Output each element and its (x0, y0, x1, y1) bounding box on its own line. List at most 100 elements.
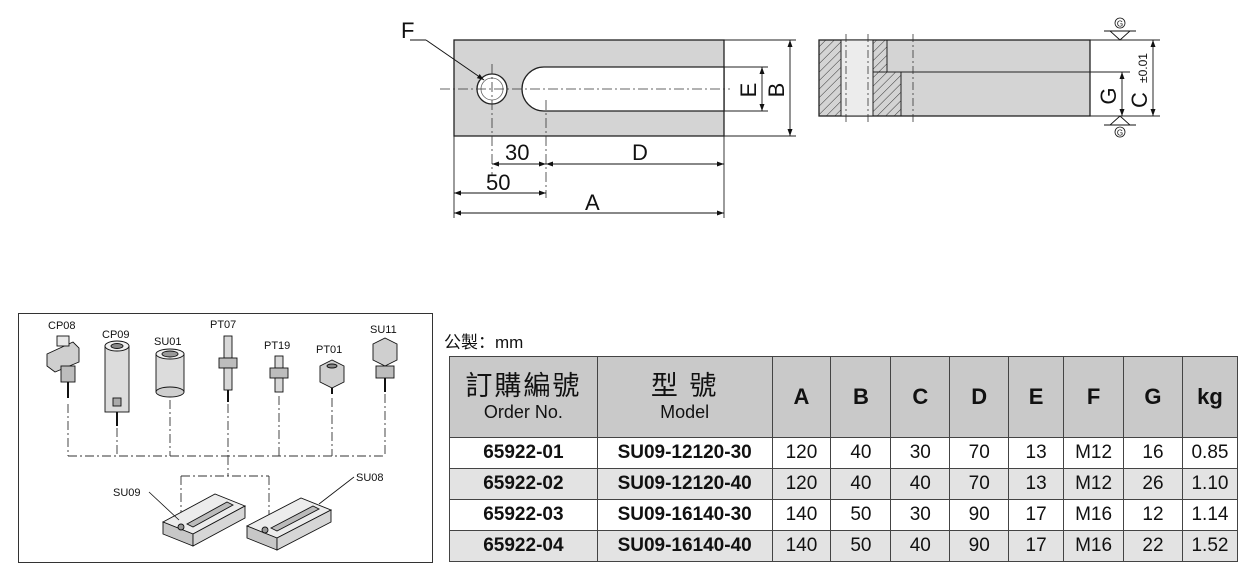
cell-a: 120 (771, 468, 832, 500)
block-su09 (161, 493, 247, 547)
part-label-cp09: CP09 (102, 329, 130, 341)
table-row: 65922-03 SU09-16140-30 140 50 30 90 17 M… (449, 499, 1239, 531)
part-label-cp08: CP08 (48, 320, 76, 332)
header-c: C (890, 356, 951, 438)
cell-b: 50 (830, 530, 892, 562)
cell-d: 70 (949, 437, 1010, 469)
block-su08 (245, 497, 333, 551)
unit-note: 公製：mm (444, 333, 524, 352)
table-row: 65922-02 SU09-12120-40 120 40 40 70 13 M… (449, 468, 1239, 500)
cell-g: 22 (1123, 530, 1183, 562)
part-label-pt01: PT01 (316, 344, 342, 356)
su08-leader (318, 476, 355, 505)
cell-order-no: 65922-02 (449, 468, 598, 500)
header-d: D (949, 356, 1010, 438)
header-order-zh: 訂購編號 (465, 371, 582, 402)
su09-leader (148, 491, 180, 521)
dim-g-label: G (1096, 87, 1121, 104)
header-order-en: Order No. (483, 401, 563, 422)
part-label-pt19: PT19 (264, 340, 290, 352)
header-model-en: Model (660, 401, 710, 422)
dim-30-label: 30 (505, 140, 529, 165)
cell-kg: 0.85 (1181, 437, 1239, 469)
cell-f: M16 (1063, 530, 1125, 562)
cell-f: M16 (1063, 499, 1125, 531)
part-cp08 (46, 335, 80, 398)
cell-model: SU09-12120-40 (596, 468, 773, 500)
part-label-su01: SU01 (154, 336, 182, 348)
cell-g: 12 (1123, 499, 1183, 531)
cell-e: 13 (1008, 468, 1065, 500)
dim-c-label: C (1127, 92, 1152, 108)
cell-kg: 1.52 (1181, 530, 1239, 562)
dim-c-tolerance: ±0.01 (1136, 53, 1150, 83)
cell-model: SU09-16140-40 (596, 530, 773, 562)
cell-b: 50 (830, 499, 892, 531)
cell-c: 40 (890, 530, 951, 562)
table-header-row: 訂購編號 Order No. 型 號 Model A B C D E F G k… (449, 356, 1239, 438)
surface-symbol-top: G (1104, 17, 1136, 41)
cell-b: 40 (830, 437, 892, 469)
cell-f: M12 (1063, 437, 1125, 469)
part-pt07 (218, 335, 238, 402)
dim-a-label: A (585, 190, 600, 215)
cell-order-no: 65922-01 (449, 437, 598, 469)
surface-symbol-bottom: G (1104, 115, 1136, 138)
top-view: F 30 D 50 A E B (401, 18, 796, 218)
technical-drawing: F 30 D 50 A E B (401, 17, 1160, 218)
part-su01 (155, 348, 185, 398)
assembly-guide-lines (67, 394, 386, 524)
cell-c: 30 (890, 499, 951, 531)
cell-order-no: 65922-03 (449, 499, 598, 531)
header-model-zh: 型 號 (650, 371, 719, 402)
cell-c: 30 (890, 437, 951, 469)
cell-g: 26 (1123, 468, 1183, 500)
cell-b: 40 (830, 468, 892, 500)
part-label-su09: SU09 (113, 487, 141, 499)
header-f: F (1063, 356, 1125, 438)
part-label-pt07: PT07 (210, 319, 236, 331)
header-a: A (771, 356, 832, 438)
hatch-mid (872, 39, 888, 73)
part-label-su08: SU08 (356, 472, 384, 484)
dim-e-label: E (736, 83, 761, 98)
cell-kg: 1.14 (1181, 499, 1239, 531)
dim-d-label: D (632, 140, 648, 165)
header-order-no: 訂購編號 Order No. (449, 356, 598, 438)
cell-c: 40 (890, 468, 951, 500)
cell-model: SU09-16140-30 (596, 499, 773, 531)
header-model: 型 號 Model (596, 356, 773, 438)
cell-a: 140 (771, 530, 832, 562)
f-leader-diag (425, 39, 485, 81)
cell-f: M12 (1063, 468, 1125, 500)
dim-50-label: 50 (486, 170, 510, 195)
accessory-catalog: CP08 CP09 SU01 PT07 PT19 PT01 SU11 SU09 … (18, 313, 433, 563)
cell-kg: 1.10 (1181, 468, 1239, 500)
header-b: B (830, 356, 892, 438)
header-e: E (1008, 356, 1065, 438)
header-g: G (1123, 356, 1183, 438)
cell-e: 17 (1008, 499, 1065, 531)
part-pt01 (319, 359, 345, 394)
surface-symbol-top-label: G (1117, 20, 1123, 29)
part-su11 (372, 337, 398, 392)
hatch-left (818, 39, 842, 117)
cell-model: SU09-12120-30 (596, 437, 773, 469)
surface-symbol-bottom-label: G (1117, 129, 1123, 138)
cell-g: 16 (1123, 437, 1183, 469)
spec-table: 訂購編號 Order No. 型 號 Model A B C D E F G k… (449, 356, 1239, 562)
table-row: 65922-01 SU09-12120-30 120 40 30 70 13 M… (449, 437, 1239, 469)
table-row: 65922-04 SU09-16140-40 140 50 40 90 17 M… (449, 530, 1239, 562)
cell-d: 90 (949, 499, 1010, 531)
cell-d: 90 (949, 530, 1010, 562)
header-kg: kg (1181, 356, 1239, 438)
cell-d: 70 (949, 468, 1010, 500)
dim-f-label: F (401, 18, 414, 43)
part-cp09 (104, 340, 130, 426)
hatch-mid-low (872, 71, 902, 117)
part-pt19 (269, 355, 289, 393)
cell-a: 140 (771, 499, 832, 531)
section-view: G C ±0.01 G G (818, 17, 1160, 138)
part-label-su11: SU11 (370, 324, 397, 336)
cell-e: 17 (1008, 530, 1065, 562)
